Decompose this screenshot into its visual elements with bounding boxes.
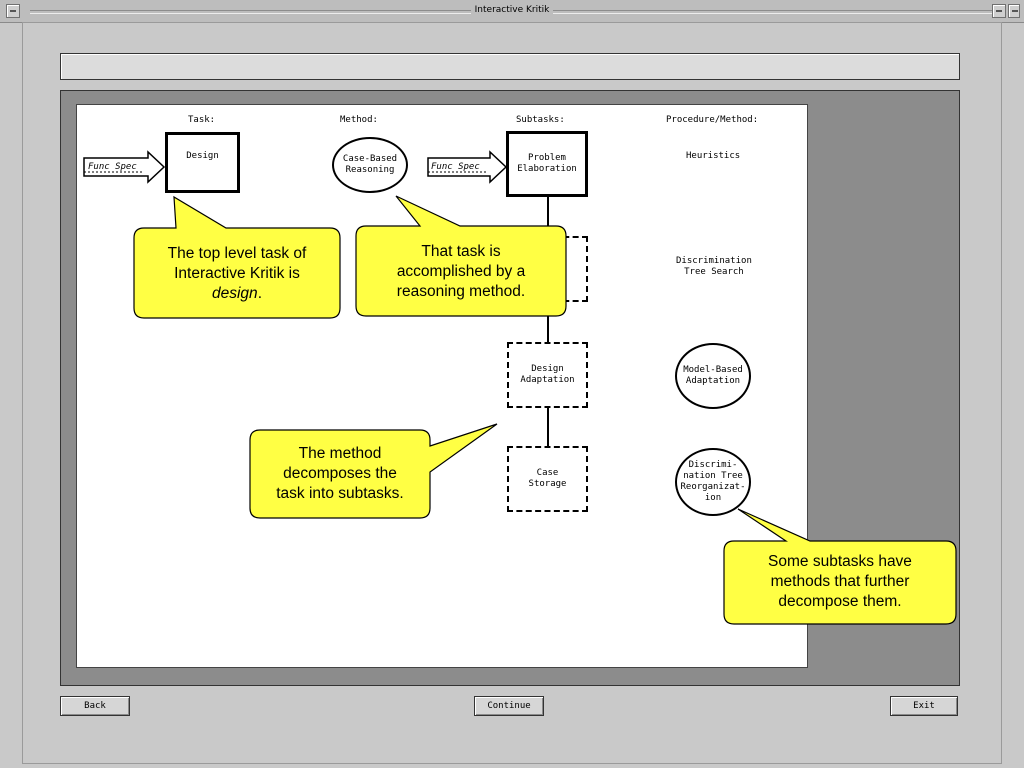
- adapt-line-1: Design: [531, 364, 564, 374]
- continue-button[interactable]: Continue: [474, 696, 544, 716]
- callout-1-text: The top level task of Interactive Kritik…: [134, 232, 340, 316]
- subtask-case-storage-box[interactable]: Case Storage: [507, 446, 588, 512]
- callout-4-line-1: Some subtasks have: [768, 553, 912, 570]
- dts-line-1: Discrimination: [676, 256, 752, 266]
- back-button[interactable]: Back: [60, 696, 130, 716]
- column-heading-task: Task:: [188, 115, 216, 125]
- mba-line-1: Model-Based: [683, 365, 743, 375]
- callout-3-shape: [249, 423, 498, 519]
- method-case-based-reasoning-oval[interactable]: Case-Based Reasoning: [332, 137, 408, 193]
- minimize-icon[interactable]: [992, 4, 1006, 18]
- storage-line-2: Storage: [528, 479, 567, 489]
- input-arrow-1: [83, 150, 166, 184]
- callout-2-line-2: accomplished by a: [396, 263, 526, 280]
- func-spec-label-1: Func Spec: [88, 162, 137, 172]
- callout-2-text: That task is accomplished by a reasoning…: [356, 230, 566, 314]
- mba-line-2: Adaptation: [685, 376, 741, 386]
- method-model-based-adaptation-oval[interactable]: Model-Based Adaptation: [675, 343, 751, 409]
- window-title: Interactive Kritik: [470, 5, 554, 15]
- message-bar: [60, 53, 960, 80]
- callout-1-shape: [133, 195, 341, 319]
- task-design-label: Design: [186, 151, 219, 161]
- callout-3-text: The method decomposes the task into subt…: [250, 432, 430, 516]
- maximize-icon[interactable]: [1008, 4, 1020, 18]
- problem-line-1: Problem: [528, 153, 566, 163]
- callout-1-line-2: Interactive Kritik is: [174, 265, 300, 282]
- dtr-line-2: nation Tree: [683, 471, 743, 481]
- dtr-line-3: Reorganizat-: [680, 482, 746, 492]
- dts-line-2: Tree Search: [684, 267, 744, 277]
- callout-2-shape: [355, 195, 567, 317]
- callout-1-period: .: [257, 285, 262, 302]
- subtask-problem-elaboration-box[interactable]: Problem Elaboration: [506, 131, 588, 197]
- cbr-line-1: Case-Based: [342, 154, 398, 164]
- exit-button[interactable]: Exit: [890, 696, 958, 716]
- window-menu-icon[interactable]: [6, 4, 20, 18]
- callout-4-text: Some subtasks have methods that further …: [724, 542, 956, 622]
- callout-4-line-3: decompose them.: [778, 593, 902, 610]
- procedure-discrimination-tree-search[interactable]: Discrimination Tree Search: [676, 256, 752, 278]
- callout-3-line-3: task into subtasks.: [276, 485, 404, 502]
- func-spec-label-2: Func Spec: [431, 162, 480, 172]
- adapt-line-2: Adaptation: [520, 375, 575, 385]
- callout-3-line-1: The method: [298, 445, 382, 462]
- column-heading-method: Method:: [340, 115, 378, 125]
- cbr-line-2: Reasoning: [345, 165, 395, 175]
- callout-4-shape: [723, 508, 957, 625]
- title-bar[interactable]: Interactive Kritik: [0, 0, 1024, 23]
- problem-line-2: Elaboration: [517, 164, 577, 174]
- callout-3-line-2: decomposes the: [283, 465, 397, 482]
- callout-1-emphasis: design: [212, 285, 258, 302]
- callout-2-line-3: reasoning method.: [396, 283, 526, 300]
- dtr-line-4: ion: [704, 493, 722, 503]
- callout-1-line-1: The top level task of: [167, 245, 307, 262]
- procedure-heuristics[interactable]: Heuristics: [686, 151, 741, 161]
- dtr-line-1: Discrimi-: [688, 460, 738, 470]
- method-discrimination-tree-reorganization-oval[interactable]: Discrimi- nation Tree Reorganizat- ion: [675, 448, 751, 516]
- callout-2-line-1: That task is: [421, 243, 501, 260]
- column-heading-subtasks: Subtasks:: [516, 115, 565, 125]
- column-heading-procedure: Procedure/Method:: [666, 115, 759, 125]
- callout-4-line-2: methods that further: [770, 573, 910, 590]
- storage-line-1: Case: [536, 468, 559, 478]
- subtask-design-adaptation-box[interactable]: Design Adaptation: [507, 342, 588, 408]
- task-design-box[interactable]: Design: [165, 132, 240, 193]
- input-arrow-2: [427, 150, 508, 184]
